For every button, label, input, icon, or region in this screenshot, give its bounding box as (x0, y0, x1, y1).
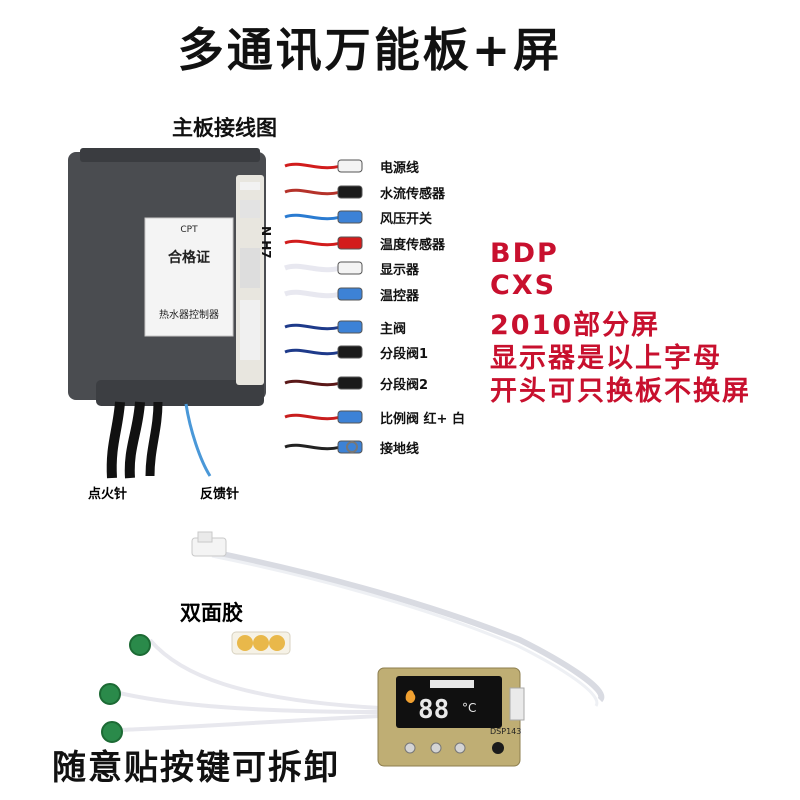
wire-label: 温控器 (380, 289, 420, 304)
certificate-sticker: CPT 合格证 热水器控制器 (144, 217, 234, 337)
wire-icon (284, 410, 363, 424)
note-line-4: 显示器是以上字母 (490, 343, 722, 374)
wire-icon (284, 320, 363, 334)
sticker-cert: 合格证 (168, 249, 210, 266)
touch-pad-3 (101, 721, 123, 743)
wire-label: 分段阀1 (380, 347, 429, 362)
wire-label: 电源线 (380, 161, 420, 176)
wire-label: 温度传感器 (380, 238, 446, 253)
wire-label: 风压开关 (380, 212, 433, 227)
wire-icon (284, 287, 363, 301)
wire-label: 比例阀 红+ 白 (380, 412, 465, 427)
display-ribbon-cable (191, 531, 605, 707)
wire-label: 接地线 (380, 442, 420, 457)
wire-icon (284, 185, 363, 199)
wiring-diagram-title: 主板接线图 (172, 116, 277, 140)
wire-label: 显示器 (380, 263, 420, 278)
sticker-cpt: CPT (180, 225, 198, 235)
touch-pad-2 (99, 683, 121, 705)
wire-icon (284, 236, 363, 250)
feedback-needle-label: 反馈针 (200, 487, 240, 502)
controller-box: CPT 合格证 热水器控制器 N H7 (68, 148, 273, 406)
wire-label: 主阀 (380, 322, 407, 337)
wire-harness-list (284, 159, 363, 454)
wire-icon (284, 261, 363, 275)
wire-icon (284, 210, 363, 224)
display-board: 88 °C DSP143 (377, 667, 525, 767)
side-marking: N H7 (259, 226, 273, 259)
display-unit: °C (462, 701, 476, 715)
sticker-name: 热水器控制器 (159, 308, 219, 321)
double-tape-label: 双面胶 (180, 601, 243, 625)
wire-label: 分段阀2 (380, 378, 429, 393)
ignition-cables (106, 401, 212, 479)
page-title: 多通讯万能板+屏 (177, 23, 563, 77)
display-digits: 88 (418, 695, 449, 725)
double-sided-tape (231, 631, 291, 655)
wire-label: 水流传感器 (380, 187, 446, 202)
wire-icon (284, 159, 363, 173)
wire-icon (284, 376, 363, 390)
footer-caption: 随意贴按键可拆卸 (52, 748, 340, 788)
wire-icon (284, 440, 363, 454)
note-line-5: 开头可只换板不换屏 (490, 376, 751, 407)
touch-pad-1 (129, 634, 151, 656)
touch-button-leads (99, 634, 381, 743)
note-line-2: CXS (490, 270, 557, 301)
note-line-3: 2010部分屏 (490, 310, 661, 341)
display-model: DSP143 (490, 727, 521, 736)
ignition-needle-label: 点火针 (88, 487, 128, 502)
wire-icon (284, 345, 363, 359)
note-line-1: BDP (490, 238, 559, 269)
